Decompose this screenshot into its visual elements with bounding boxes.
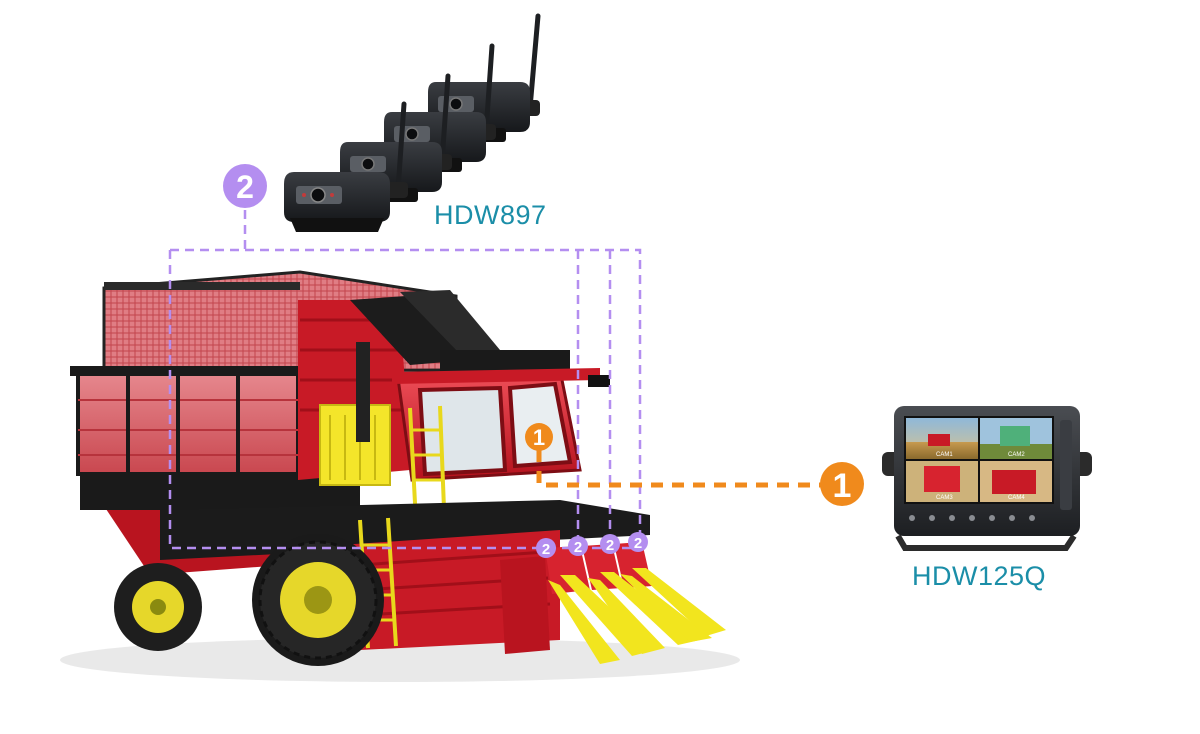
monitor-marker-text: 1 [833, 467, 852, 505]
monitor-marker: 1 [820, 462, 864, 506]
camera-group-marker-text: 2 [236, 169, 254, 205]
monitor-buttons [909, 515, 1035, 521]
channel-label-4: CAM4 [1008, 495, 1025, 501]
camera-group-marker: 2 [223, 164, 267, 208]
cotton-harvester [60, 270, 740, 682]
channel-label-3: CAM3 [936, 495, 953, 501]
header-marker-2: 2 [574, 539, 582, 556]
header-marker-3: 2 [606, 537, 614, 554]
camera-wiring [168, 210, 642, 550]
rear-wheel [114, 563, 202, 651]
channel-label-2: CAM2 [1008, 452, 1025, 458]
cab-marker-text: 1 [533, 425, 545, 450]
camera-stack [284, 13, 541, 232]
header-camera-markers: 2 2 2 2 [536, 532, 648, 558]
quad-screen: CAM1 CAM2 CAM3 CAM4 [906, 418, 1052, 502]
monitor-link [536, 450, 830, 488]
channel-label-1: CAM1 [936, 452, 953, 458]
camera-model-label: HDW897 [434, 200, 547, 230]
camera-1 [284, 101, 408, 232]
monitor: CAM1 CAM2 CAM3 CAM4 [882, 406, 1092, 551]
picker-heads [500, 542, 726, 664]
cab-monitor-marker: 1 [525, 423, 553, 451]
header-marker-4: 2 [634, 535, 642, 552]
front-wheel [252, 534, 384, 666]
monitor-model-label: HDW125Q [912, 561, 1047, 591]
header-marker-1: 2 [542, 541, 550, 558]
